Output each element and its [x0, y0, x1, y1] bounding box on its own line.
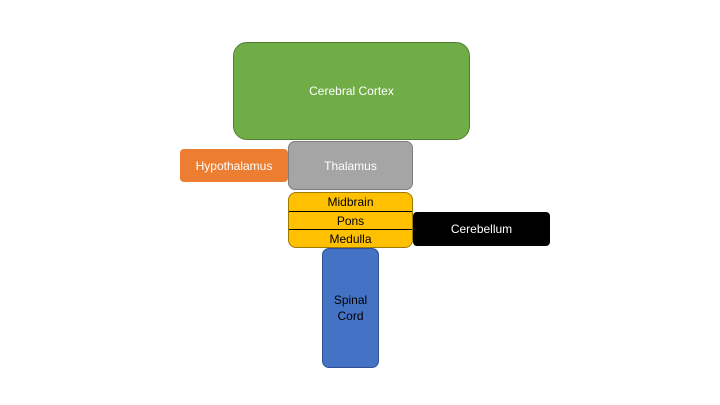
medulla-segment: Medulla — [289, 229, 412, 247]
thalamus-label: Thalamus — [324, 158, 377, 173]
hypothalamus-box: Hypothalamus — [180, 149, 288, 182]
spinal-cord-label-line-2: Cord — [337, 309, 364, 323]
midbrain-label: Midbrain — [327, 195, 374, 209]
pons-segment: Pons — [289, 211, 412, 229]
spinal-cord-label-line-1: Spinal — [333, 293, 368, 307]
midbrain-segment: Midbrain — [289, 193, 412, 211]
thalamus-box: Thalamus — [288, 141, 413, 190]
hypothalamus-label: Hypothalamus — [195, 158, 273, 173]
cerebral-cortex-label: Cerebral Cortex — [309, 84, 394, 98]
cerebellum-label: Cerebellum — [450, 222, 513, 236]
brainstem-box: Midbrain Pons Medulla — [288, 192, 413, 248]
pons-label: Pons — [336, 213, 365, 228]
cerebral-cortex-box: Cerebral Cortex — [233, 42, 470, 140]
cerebellum-box: Cerebellum — [413, 212, 550, 246]
spinal-cord-box: Spinal Cord — [322, 248, 379, 368]
medulla-label: Medulla — [329, 231, 372, 246]
